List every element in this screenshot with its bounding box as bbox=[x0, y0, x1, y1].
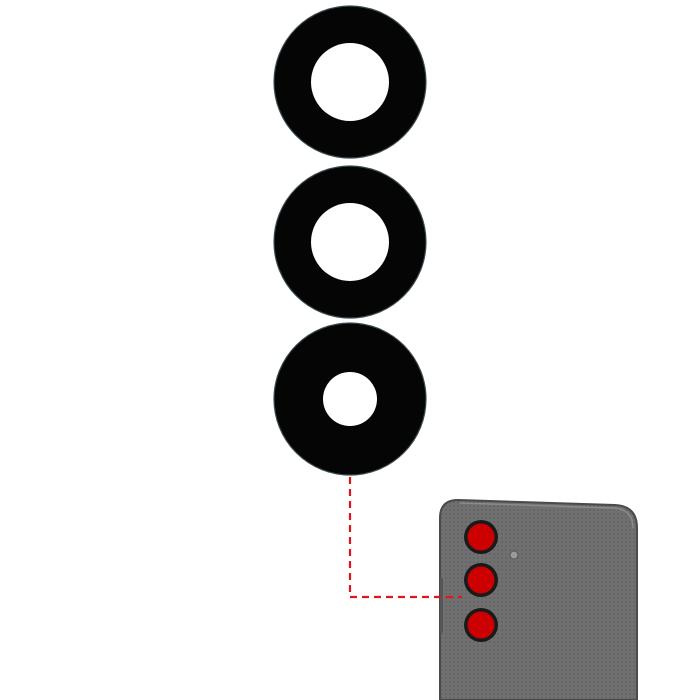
camera-module-icon bbox=[464, 608, 498, 642]
camera-module-icon bbox=[464, 520, 498, 554]
camera-module-icon bbox=[464, 563, 498, 597]
flash-led-icon bbox=[509, 550, 519, 560]
phone-edge-highlight bbox=[459, 502, 634, 529]
lens-cover-bottom bbox=[273, 322, 427, 476]
phone-side-button bbox=[440, 578, 443, 633]
lens-cover-opening bbox=[323, 372, 377, 426]
lens-cover-middle bbox=[273, 165, 427, 319]
lens-cover-opening bbox=[311, 43, 389, 121]
guide-line bbox=[348, 477, 462, 599]
lens-cover-top bbox=[273, 5, 427, 159]
lens-cover-opening bbox=[311, 203, 389, 281]
phone-back-icon bbox=[439, 498, 638, 700]
